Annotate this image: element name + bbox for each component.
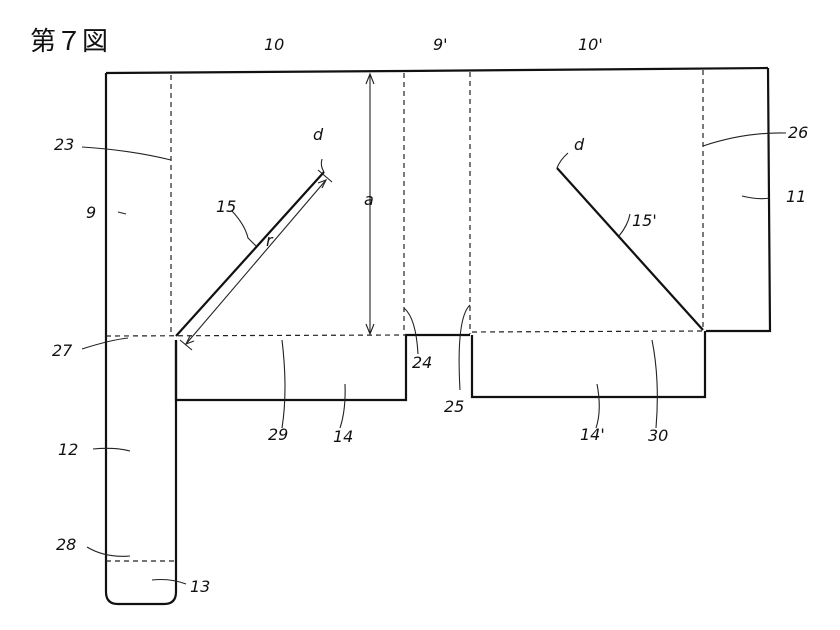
flap-14-prime-outline [472,331,705,397]
diagonal-15 [176,172,324,336]
label-29: 29 [268,425,288,444]
label-9: 9 [86,203,96,222]
label-11: 11 [786,187,806,206]
label-14: 14 [333,427,353,446]
label-28: 28 [56,535,76,554]
top-outline [106,68,768,73]
label-25: 25 [444,397,464,416]
label-d-left: d [313,125,324,144]
label-27: 27 [52,341,73,360]
label-30: 30 [648,426,668,445]
label-10-prime: 10' [578,35,603,54]
label-24: 24 [412,353,432,372]
label-10: 10 [264,35,284,54]
fold-line-27-29 [106,335,406,336]
label-15: 15 [216,197,236,216]
label-15-prime: 15' [632,211,657,230]
label-14-prime: 14' [580,425,605,444]
fold-line-30 [472,331,705,332]
label-12: 12 [58,440,78,459]
label-13: 13 [190,577,210,596]
label-9-prime: 9' [433,35,448,54]
left-outline [106,73,176,604]
figure-title: 第７図 [30,27,108,57]
label-26: 26 [788,123,808,142]
right-outline [706,68,770,331]
dimension-r [180,170,332,350]
reference-labels: 10 9' 10' 23 26 9 11 d d 15 15' a r 27 2… [52,35,808,596]
diagonal-15-prime [557,168,703,330]
label-d-right: d [574,135,585,154]
label-a: a [364,190,374,209]
label-r: r [266,231,274,250]
label-23: 23 [54,135,74,154]
leader-lines [82,133,786,584]
